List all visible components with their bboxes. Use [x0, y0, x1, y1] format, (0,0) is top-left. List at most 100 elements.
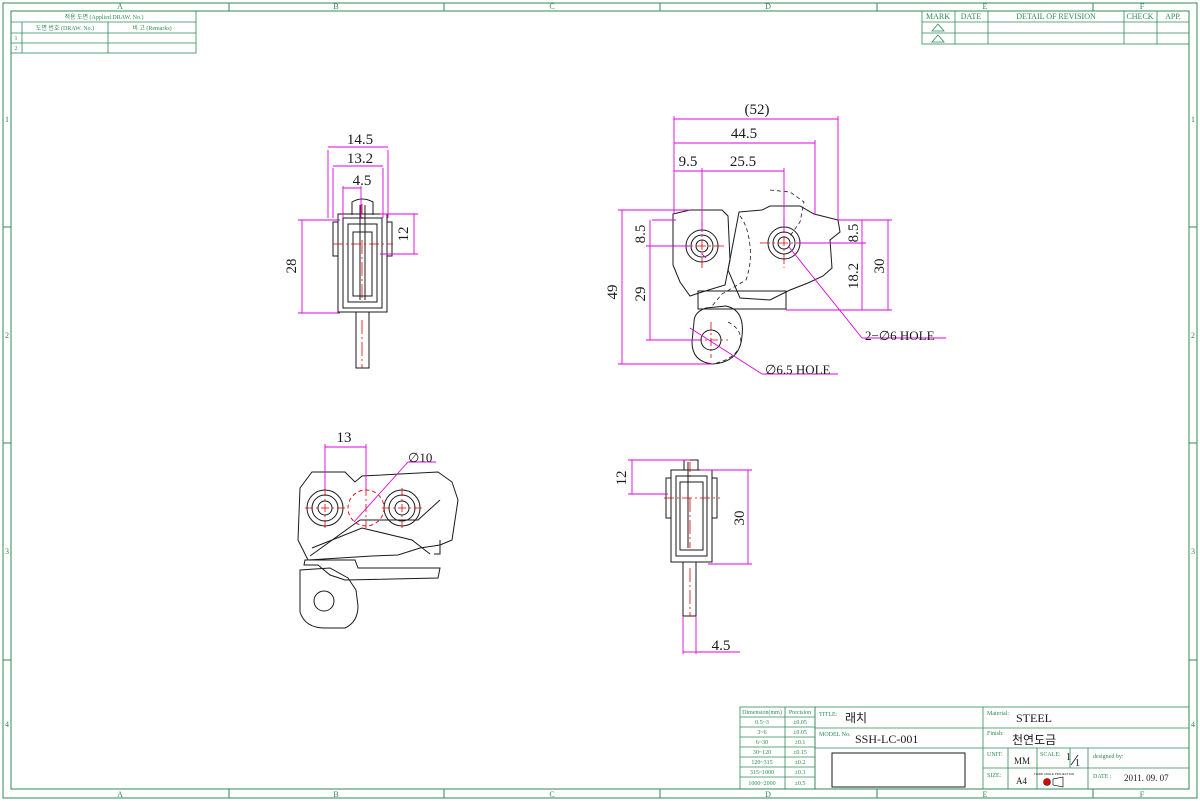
zone-label-top-f: F	[1140, 2, 1145, 11]
applied-table-header: 적용 도면 (Applied DRAW. No.)	[64, 13, 143, 21]
front-view: (52) 44.5 9.5 25.5 8.5 29 49 8.5 18.2 30…	[605, 102, 946, 377]
label-2x6-hole: 2−∅6 HOLE	[865, 328, 935, 343]
dim-side-4-5: 4.5	[353, 173, 372, 189]
tolerance-table: Dimension(mm) Precision 0.5~3 ±0.05 3~6 …	[739, 706, 816, 790]
dim-side-12: 12	[396, 227, 412, 242]
tolerance-row-3-prec: ±0.1	[795, 740, 806, 746]
zone-labels: A B C D E F A B C D E F 1 2 3 4 1 2 3 4	[5, 2, 1195, 799]
applied-table-row-1: 1	[15, 36, 18, 42]
tolerance-row-2-prec: ±0.05	[793, 730, 807, 736]
tolerance-row-1-dim: 0.5~3	[755, 720, 769, 726]
label-circle-10: ∅10	[408, 450, 432, 465]
zone-label-left-4: 4	[5, 720, 9, 729]
zone-label-left-3: 3	[5, 547, 9, 556]
revision-col-date: DATE	[961, 12, 982, 21]
applied-table-row-2: 2	[15, 46, 18, 52]
label-6-5-hole: ∅6.5 HOLE	[765, 362, 831, 377]
revision-col-app: APP.	[1165, 12, 1181, 21]
scale-fraction: 1 1	[1066, 752, 1080, 769]
size-label: SIZE:	[987, 773, 1002, 779]
rear-view: 13 ∅10	[297, 430, 459, 629]
tolerance-row-7-prec: ±0.5	[795, 781, 806, 787]
revision-col-detail: DETAIL OF REVISION	[1016, 12, 1096, 21]
material-value: STEEL	[1016, 711, 1052, 725]
dim-front-9-5: 9.5	[679, 154, 698, 170]
applied-drawing-table: 적용 도면 (Applied DRAW. No.) 도면 번호 (DRAW. N…	[10, 10, 197, 54]
tolerance-row-4-prec: ±0.15	[793, 750, 807, 756]
zone-label-left-2: 2	[5, 331, 9, 340]
dim-side-13-2: 13.2	[347, 151, 373, 167]
projection-caption: THIRD ANGLE PROJECTION	[1034, 772, 1074, 776]
zone-label-top-b: B	[333, 2, 338, 11]
zone-label-right-4: 4	[1191, 720, 1195, 729]
dim-side-28: 28	[284, 259, 300, 274]
size-value: A4	[1016, 776, 1027, 786]
scale-numerator: 1	[1066, 752, 1071, 763]
zone-label-bot-f: F	[1140, 790, 1145, 799]
title-label: TITLE:	[819, 712, 838, 718]
revision-triangle-icon	[931, 23, 945, 43]
dim-side-14-5: 14.5	[347, 132, 373, 148]
zone-label-right-1: 1	[1191, 115, 1195, 124]
dim-front-52: (52)	[745, 102, 770, 118]
zone-label-right-3: 3	[1191, 547, 1195, 556]
zone-label-top-a: A	[117, 2, 123, 11]
scale-denominator: 1	[1075, 758, 1080, 769]
zone-label-bot-b: B	[333, 790, 338, 799]
title-block: TITLE: MODEL No. Material: Finish: UNIT:…	[814, 706, 1190, 790]
title-value: 래치	[845, 711, 867, 725]
tolerance-row-5-prec: ±0.2	[795, 760, 806, 766]
dim-front-right-8-5: 8.5	[846, 224, 862, 243]
zone-label-bot-a: A	[117, 790, 123, 799]
zone-label-bot-d: D	[765, 790, 771, 799]
zone-label-top-c: C	[549, 2, 554, 11]
date-value: 2011. 09. 07	[1124, 773, 1169, 783]
signature-box	[831, 752, 966, 788]
model-label: MODEL No.	[819, 732, 851, 738]
zone-label-bot-e: E	[983, 790, 988, 799]
zone-label-left-1: 1	[5, 115, 9, 124]
tolerance-row-6-prec: ±0.3	[795, 770, 806, 776]
unit-label: UNIT:	[987, 752, 1003, 758]
model-value: SSH-LC-001	[855, 732, 918, 746]
projection-symbol-icon: THIRD ANGLE PROJECTION	[1034, 772, 1074, 788]
side-view: 14.5 13.2 4.5 28 12	[284, 132, 418, 369]
zone-label-top-e: E	[983, 2, 988, 11]
dim-rear-13: 13	[337, 430, 352, 446]
tolerance-row-2-dim: 3~6	[757, 730, 766, 736]
finish-label: Finish:	[987, 731, 1004, 737]
tolerance-row-1-prec: ±0.05	[793, 720, 807, 726]
tolerance-row-3-dim: 6~30	[756, 740, 768, 746]
revision-table: MARK DATE DETAIL OF REVISION CHECK APP.	[921, 10, 1190, 45]
zone-label-top-d: D	[765, 2, 771, 11]
material-label: Material:	[987, 711, 1009, 717]
tolerance-row-4-dim: 30~120	[753, 750, 771, 756]
unit-value: MM	[1014, 756, 1030, 766]
dim-front-left-29: 29	[633, 287, 649, 302]
dim-bottom-4-5: 4.5	[712, 638, 731, 654]
dim-front-25-5: 25.5	[730, 154, 756, 170]
zone-label-bot-c: C	[549, 790, 554, 799]
tolerance-row-6-dim: 315~1000	[750, 770, 774, 776]
applied-table-col-draw: 도면 번호 (DRAW. No.)	[36, 24, 94, 32]
dim-front-left-8-5: 8.5	[633, 225, 649, 244]
dim-bottom-30: 30	[732, 511, 748, 526]
tolerance-row-7-dim: 1000~2000	[748, 781, 775, 787]
dim-bottom-12: 12	[614, 471, 630, 486]
revision-col-check: CHECK	[1126, 12, 1153, 21]
bottom-view: 12 30 4.5	[614, 459, 752, 654]
date-label: DATE :	[1093, 774, 1112, 780]
dim-front-right-30: 30	[872, 259, 888, 274]
tolerance-header-dimension: Dimension(mm)	[742, 709, 782, 716]
scale-label: SCALE:	[1040, 752, 1061, 758]
dim-front-left-49: 49	[605, 285, 621, 300]
revision-col-mark: MARK	[926, 12, 950, 21]
dim-front-right-18-2: 18.2	[846, 263, 862, 289]
finish-value: 천연도금	[1012, 732, 1056, 747]
tolerance-header-precision: Precision	[789, 710, 811, 716]
dim-front-44-5: 44.5	[731, 126, 757, 142]
designed-label: designed by:	[1093, 754, 1124, 760]
tolerance-row-5-dim: 120~315	[751, 760, 772, 766]
